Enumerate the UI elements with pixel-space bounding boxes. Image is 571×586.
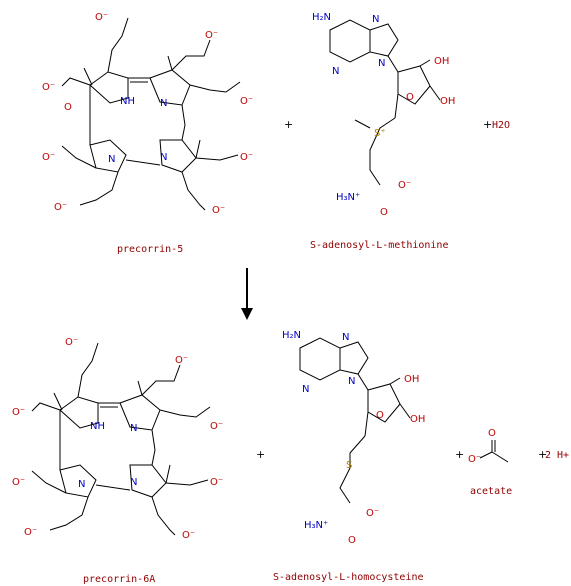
svg-text:NH: NH xyxy=(120,96,135,107)
svg-text:H₃N⁺: H₃N⁺ xyxy=(304,520,328,531)
svg-text:OH: OH xyxy=(434,56,449,67)
svg-text:O⁻: O⁻ xyxy=(205,30,218,41)
svg-text:N: N xyxy=(160,98,167,109)
svg-text:O⁻: O⁻ xyxy=(42,82,55,93)
acetate-structure: O O⁻ xyxy=(468,428,509,465)
svg-text:OH: OH xyxy=(404,374,419,385)
svg-text:O⁻: O⁻ xyxy=(65,337,78,348)
svg-text:O: O xyxy=(406,92,414,103)
svg-text:H₃N⁺: H₃N⁺ xyxy=(336,192,360,203)
precorrin-5-structure: O⁻ O⁻ O⁻ O⁻ O⁻ O⁻ O⁻ O⁻ O NH N N N xyxy=(42,12,253,216)
water-label: H2O xyxy=(492,120,510,131)
svg-text:OH: OH xyxy=(440,96,455,107)
svg-text:S: S xyxy=(346,460,352,471)
svg-text:N: N xyxy=(108,154,115,165)
svg-text:O⁻: O⁻ xyxy=(398,180,411,191)
svg-text:O⁻: O⁻ xyxy=(468,454,481,465)
svg-text:N: N xyxy=(160,152,167,163)
svg-text:H₂N: H₂N xyxy=(312,12,331,23)
svg-text:N: N xyxy=(372,14,379,25)
svg-text:O⁻: O⁻ xyxy=(42,152,55,163)
svg-text:N: N xyxy=(130,477,137,488)
svg-text:O⁻: O⁻ xyxy=(95,12,108,23)
sah-structure: H₂N N N N O OH OH S H₃N⁺ O⁻ O xyxy=(282,330,425,546)
svg-text:H₂N: H₂N xyxy=(282,330,301,341)
proton-label: 2 H+ xyxy=(545,450,569,461)
svg-text:O: O xyxy=(488,428,496,439)
svg-text:O⁻: O⁻ xyxy=(24,527,37,538)
svg-text:NH: NH xyxy=(90,421,105,432)
svg-text:O⁻: O⁻ xyxy=(366,508,379,519)
plus-sign: + xyxy=(538,448,547,461)
sam-label: S-adenosyl-L-methionine xyxy=(310,240,448,251)
precorrin-6a-structure: O⁻ O⁻ O⁻ O⁻ O⁻ O⁻ O⁻ O⁻ NH N N N xyxy=(12,337,223,541)
svg-text:O⁻: O⁻ xyxy=(240,152,253,163)
precorrin-5-label: precorrin-5 xyxy=(117,244,183,255)
plus-sign: + xyxy=(455,448,464,461)
svg-text:O⁻: O⁻ xyxy=(12,407,25,418)
svg-text:O: O xyxy=(64,102,72,113)
svg-text:O⁻: O⁻ xyxy=(175,355,188,366)
precorrin-6a-label: precorrin-6A xyxy=(83,574,155,585)
svg-text:OH: OH xyxy=(410,414,425,425)
svg-text:O⁻: O⁻ xyxy=(210,477,223,488)
svg-text:N: N xyxy=(378,58,385,69)
sam-structure: H₂N N N N O OH OH S⁺ H₃N⁺ O⁻ O xyxy=(312,12,455,218)
svg-text:O: O xyxy=(380,207,388,218)
svg-text:N: N xyxy=(342,332,349,343)
acetate-label: acetate xyxy=(470,486,512,497)
svg-text:O⁻: O⁻ xyxy=(182,530,195,541)
svg-text:N: N xyxy=(78,479,85,490)
svg-text:O⁻: O⁻ xyxy=(240,96,253,107)
reaction-arrow xyxy=(241,268,253,320)
svg-text:O⁻: O⁻ xyxy=(54,202,67,213)
svg-text:O⁻: O⁻ xyxy=(210,421,223,432)
plus-sign: + xyxy=(284,118,293,131)
svg-text:N: N xyxy=(348,376,355,387)
svg-text:N: N xyxy=(332,66,339,77)
svg-text:O: O xyxy=(348,535,356,546)
svg-text:O⁻: O⁻ xyxy=(12,477,25,488)
sah-label: S-adenosyl-L-homocysteine xyxy=(273,572,424,583)
svg-text:O: O xyxy=(376,410,384,421)
svg-text:S⁺: S⁺ xyxy=(374,128,386,139)
svg-text:N: N xyxy=(130,423,137,434)
plus-sign: + xyxy=(256,448,265,461)
svg-text:N: N xyxy=(302,384,309,395)
plus-sign: + xyxy=(483,118,492,131)
svg-text:O⁻: O⁻ xyxy=(212,205,225,216)
